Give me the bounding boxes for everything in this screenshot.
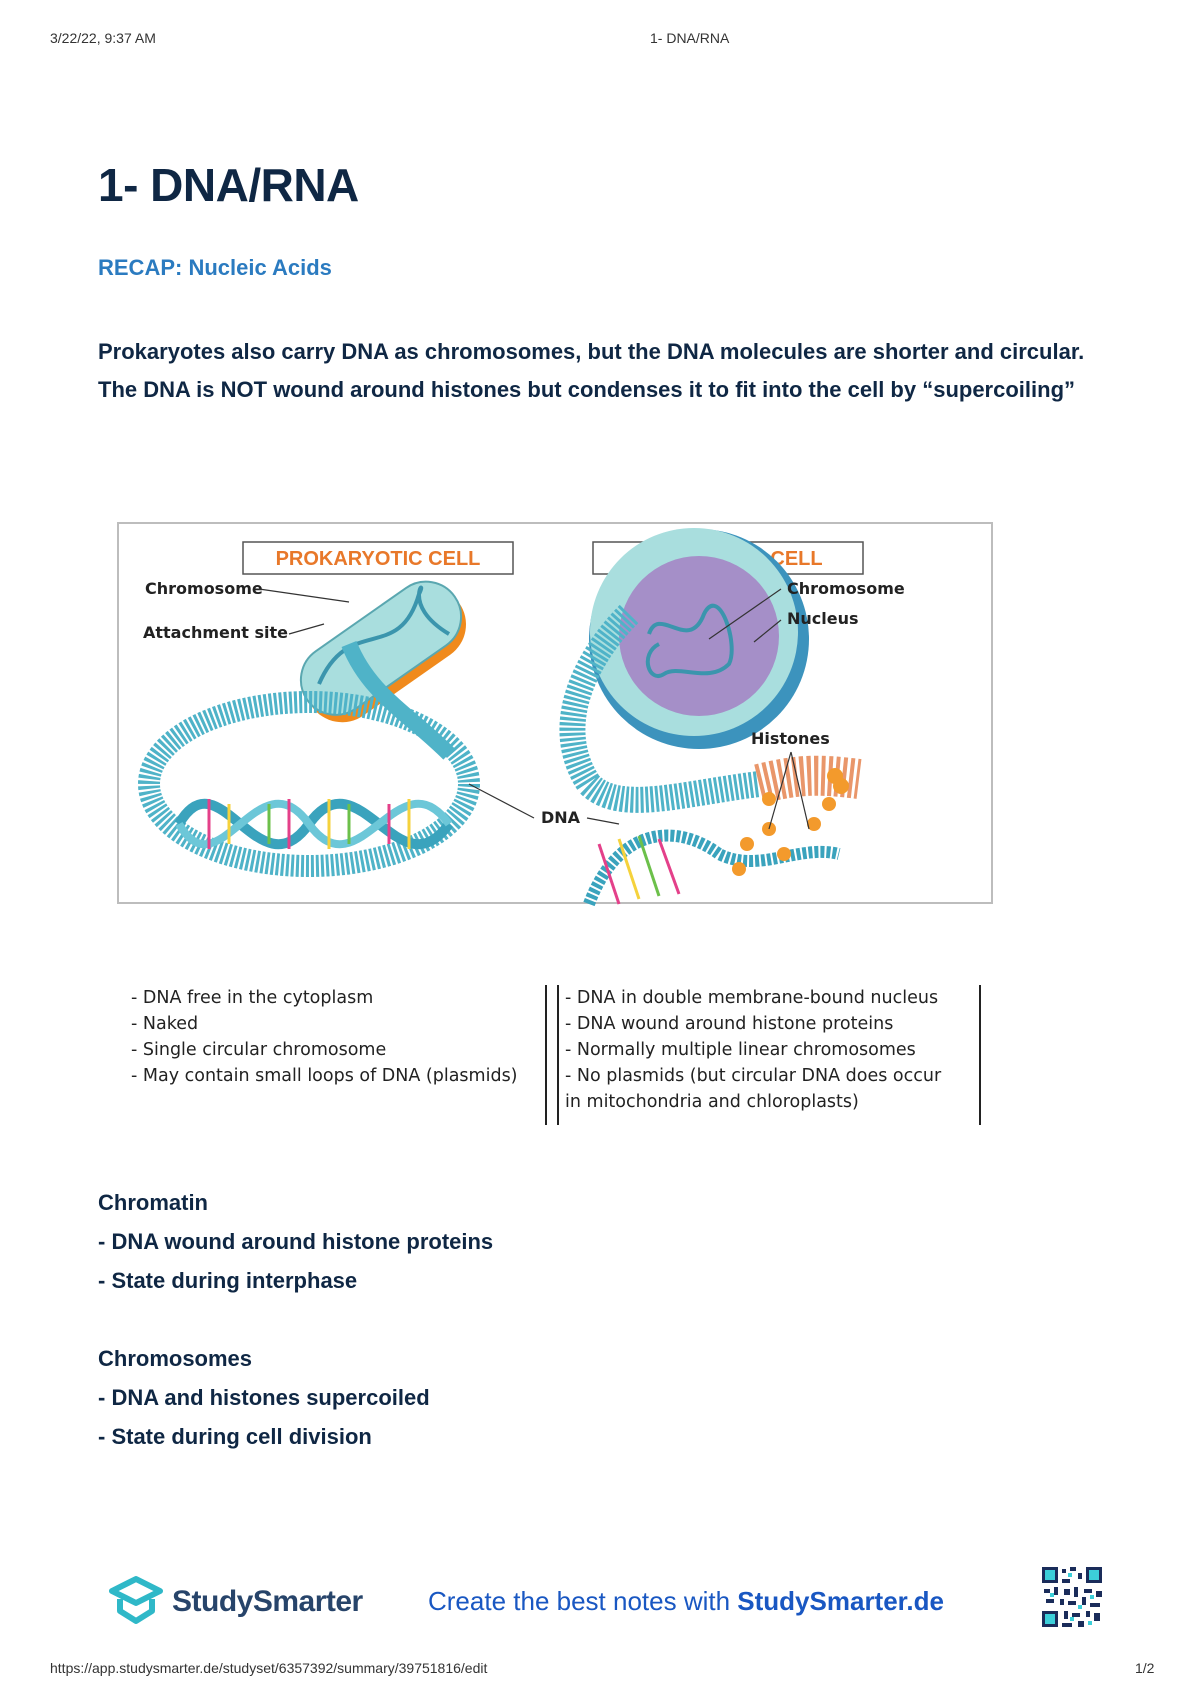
eukaryotic-feature: - No plasmids (but circular DNA does occ… (565, 1066, 942, 1112)
chromatin-item: - DNA wound around histone proteins (98, 1229, 494, 1254)
eukaryotic-feature: - DNA wound around histone proteins (565, 1014, 894, 1034)
cell-comparison-figure: PROKARYOTIC CELL EUKARYOTIC CELL Chromos… (117, 522, 993, 907)
chromosomes-item: - DNA and histones supercoiled (98, 1385, 430, 1410)
intro-line-1: Prokaryotes also carry DNA as chromosome… (98, 339, 1085, 364)
prokaryotic-cell (299, 580, 466, 723)
chromatin-title: Chromatin (98, 1190, 208, 1215)
promo-prefix: Create the best notes with (428, 1586, 738, 1616)
prokaryotic-features: - DNA free in the cytoplasm - Naked - Si… (131, 985, 531, 1089)
chromosomes-title: Chromosomes (98, 1346, 253, 1371)
studysmarter-logo-icon[interactable] (108, 1575, 164, 1625)
eukaryotic-nucleus (619, 556, 779, 716)
eukaryotic-base-pairs (597, 835, 681, 905)
label-histones: Histones (751, 729, 830, 748)
label-nucleus: Nucleus (787, 609, 859, 628)
divider-middle (557, 985, 559, 1125)
prokaryotic-title-box (242, 541, 514, 575)
qr-code-icon[interactable] (1040, 1565, 1104, 1629)
print-datetime: 3/22/22, 9:37 AM (50, 30, 156, 46)
page-title: 1- DNA/RNA (98, 159, 359, 211)
chromosomes-item: - State during cell division (98, 1424, 372, 1449)
eukaryotic-features: - DNA in double membrane-bound nucleus -… (565, 985, 955, 1115)
leader-nucleus (753, 619, 782, 643)
prokaryotic-feature: - May contain small loops of DNA (plasmi… (131, 1066, 518, 1086)
eukaryotic-dna-helix (583, 829, 841, 907)
eukaryotic-feature: - DNA in double membrane-bound nucleus (565, 988, 939, 1008)
leader-dna-left (468, 783, 535, 819)
eukaryotic-chromatin (645, 603, 734, 678)
leader-chromosome-left (258, 588, 350, 603)
leader-attachment (288, 623, 325, 635)
label-chromosome-left: Chromosome (145, 579, 263, 598)
eukaryotic-chromatin-fiber (754, 755, 862, 804)
intro-line-2: The DNA is NOT wound around histones but… (98, 377, 1076, 402)
promo-text[interactable]: Create the best notes with StudySmarter.… (428, 1586, 944, 1617)
prokaryotic-feature: - Single circular chromosome (131, 1040, 387, 1060)
histone-spheres (732, 768, 849, 876)
cell-diagram: PROKARYOTIC CELL EUKARYOTIC CELL Chromos… (138, 528, 905, 907)
prokaryotic-title: PROKARYOTIC CELL (276, 548, 481, 570)
label-attachment-site: Attachment site (143, 623, 288, 642)
print-doc-title: 1- DNA/RNA (650, 30, 730, 46)
eukaryotic-feature: - Normally multiple linear chromosomes (565, 1040, 916, 1060)
promo-link[interactable]: StudySmarter.de (737, 1586, 944, 1616)
divider-left (545, 985, 547, 1125)
prokaryotic-dna-helix-2 (175, 799, 453, 849)
print-page-number: 1/2 (1135, 1660, 1155, 1676)
label-dna: DNA (541, 808, 581, 827)
leader-chromosome-right (708, 588, 782, 640)
recap-link[interactable]: RECAP: Nucleic Acids (98, 255, 332, 280)
leader-histones-1 (768, 751, 792, 830)
prokaryotic-supercoil-connector (341, 640, 455, 760)
intro-paragraph: Prokaryotes also carry DNA as chromosome… (98, 333, 1098, 409)
leader-histones-2 (790, 751, 810, 830)
prokaryotic-base-pairs (207, 799, 411, 849)
prokaryotic-feature: - Naked (131, 1014, 199, 1034)
chromatin-item: - State during interphase (98, 1268, 358, 1293)
leader-dna-right (586, 817, 620, 825)
prokaryotic-feature: - DNA free in the cytoplasm (131, 988, 374, 1008)
comparison-table: - DNA free in the cytoplasm - Naked - Si… (117, 985, 989, 1130)
divider-right (979, 985, 981, 1125)
label-chromosome-right: Chromosome (787, 579, 905, 598)
brand-name[interactable]: StudySmarter (172, 1585, 363, 1618)
print-url: https://app.studysmarter.de/studyset/635… (50, 1660, 488, 1676)
